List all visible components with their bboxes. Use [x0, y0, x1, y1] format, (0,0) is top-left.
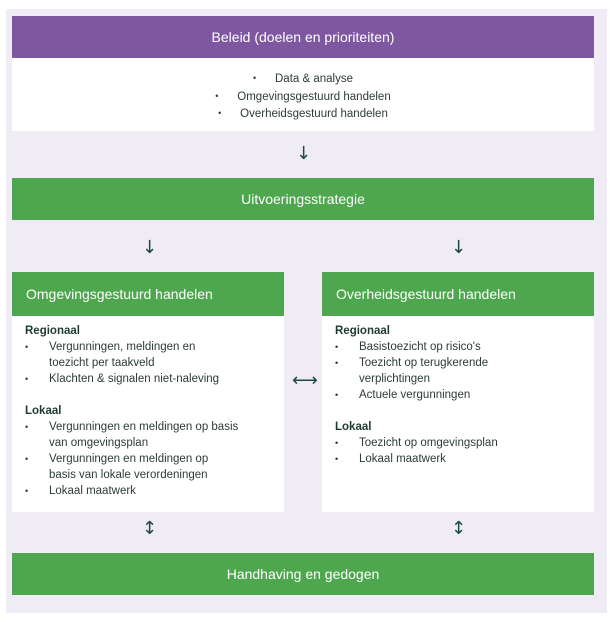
list-item: •Actuele vergunningen: [335, 389, 471, 401]
list-item: •Toezicht op omgevingsplan: [335, 437, 498, 449]
strategy-title: Uitvoeringsstrategie: [241, 191, 365, 207]
right-column-header: Overheidsgestuurd handelen: [322, 272, 594, 316]
local-heading: Lokaal: [335, 421, 372, 433]
left-column-body: Regionaal •Vergunningen, meldingen en to…: [12, 316, 284, 512]
policy-item: •Omgevingsgestuurd handelen: [215, 90, 391, 103]
list-item: •Lokaal maatwerk: [25, 485, 136, 497]
list-item: •Vergunningen en meldingen op basis van …: [25, 453, 209, 481]
enforcement-title: Handhaving en gedogen: [226, 566, 380, 582]
bidirectional-vertical-arrow-icon: ↕: [451, 518, 467, 539]
list-item: •Vergunningen en meldingen op basis van …: [25, 421, 239, 449]
arrow-down-icon: ↓: [142, 237, 158, 258]
arrow-down-icon: ↓: [451, 237, 467, 258]
regional-heading: Regionaal: [335, 325, 390, 337]
left-column-header: Omgevingsgestuurd handelen: [12, 272, 284, 316]
list-item: •Basistoezicht op risico's: [335, 341, 481, 353]
bidirectional-arrow-icon: ⟷: [292, 370, 318, 391]
local-heading: Lokaal: [25, 405, 62, 417]
list-item: •Lokaal maatwerk: [335, 453, 446, 465]
strategy-bar: Uitvoeringsstrategie: [12, 178, 594, 220]
bidirectional-vertical-arrow-icon: ↕: [142, 518, 158, 539]
list-item: •Toezicht op terugkerende verplichtingen: [335, 357, 489, 385]
list-item: •Vergunningen, meldingen en toezicht per…: [25, 341, 196, 369]
arrow-down-icon: ↓: [296, 143, 312, 164]
policy-item: •Data & analyse: [253, 73, 353, 85]
enforcement-bar: Handhaving en gedogen: [12, 553, 594, 595]
right-column-body: Regionaal •Basistoezicht op risico's •To…: [322, 316, 594, 512]
regional-heading: Regionaal: [25, 325, 80, 337]
policy-items: •Data & analyse •Omgevingsgestuurd hande…: [12, 58, 594, 131]
list-item: •Klachten & signalen niet-naleving: [25, 373, 220, 385]
policy-header: Beleid (doelen en prioriteiten): [12, 16, 594, 58]
policy-title: Beleid (doelen en prioriteiten): [211, 29, 395, 45]
policy-item: •Overheidsgestuurd handelen: [218, 108, 388, 120]
